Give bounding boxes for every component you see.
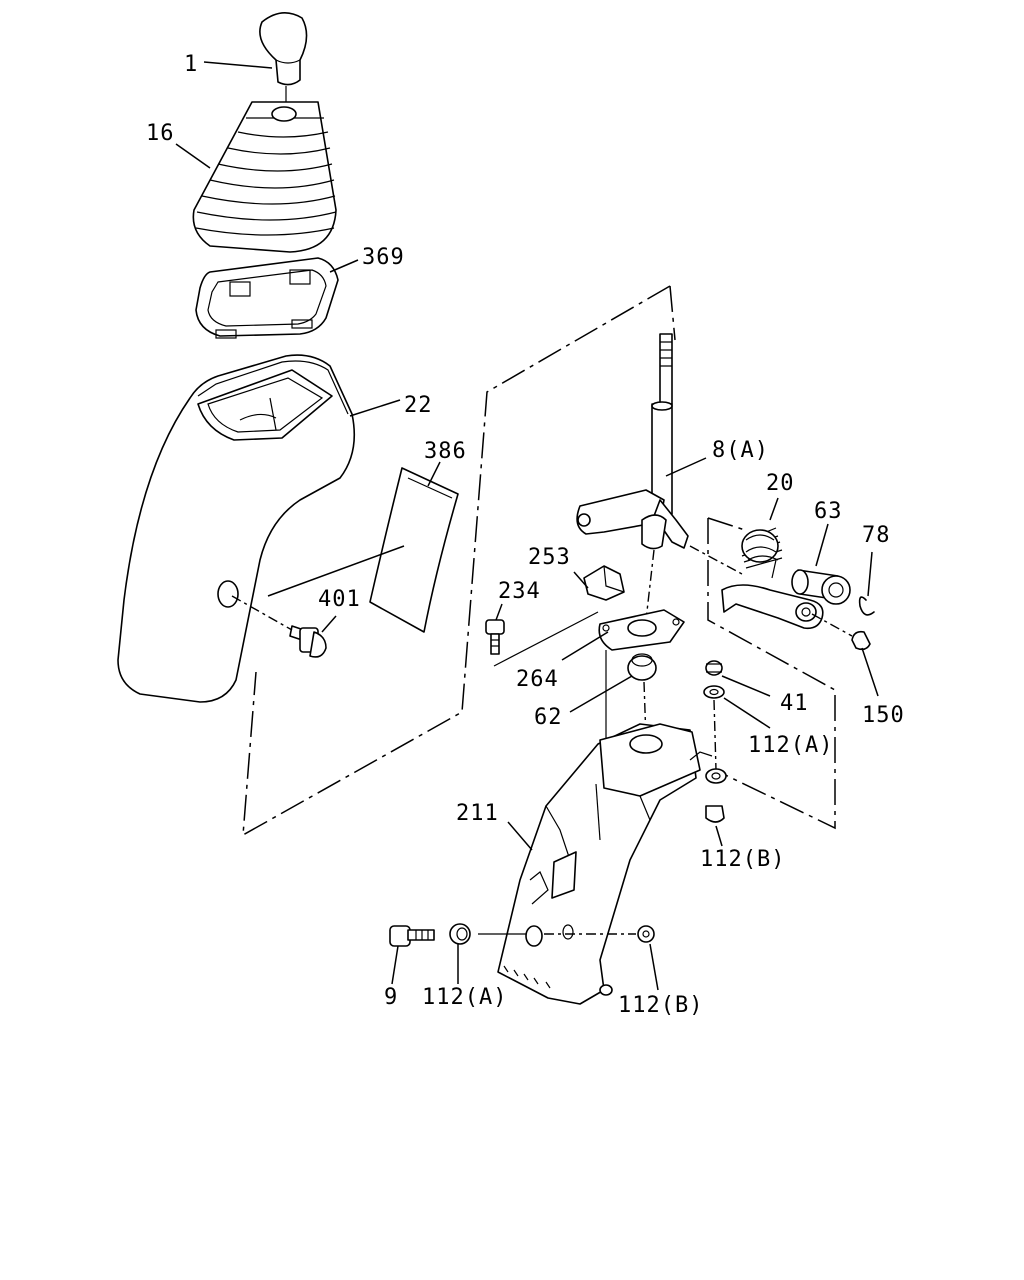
callout-16: 16: [146, 121, 175, 146]
callout-112a-right: 112(A): [748, 733, 833, 758]
guide-block: [583, 565, 625, 601]
pivot-pin: [791, 569, 851, 605]
bushing: [851, 630, 871, 651]
callout-112a-bottom: 112(A): [422, 985, 507, 1010]
callout-386: 386: [424, 439, 467, 464]
stud-axis: [713, 699, 717, 771]
lever-group-boundary-top: [707, 517, 746, 531]
assembly-boundary: [242, 285, 671, 837]
callout-150: 150: [862, 703, 905, 728]
callout-1: 1: [184, 52, 198, 77]
callout-253: 253: [528, 545, 571, 570]
shift-lever-rod: [576, 333, 689, 621]
boot-retainer: [195, 257, 339, 339]
callout-20: 20: [766, 471, 795, 496]
bolt-small: [485, 611, 599, 667]
callout-112b-bottom: 112(B): [618, 993, 703, 1018]
washer-112a-bottom: [449, 923, 636, 945]
nut-41: [705, 660, 723, 676]
return-spring: [689, 527, 783, 579]
lever-group-boundary: [707, 518, 836, 830]
nut-112b-right: [705, 805, 725, 823]
seat-plate: [598, 609, 685, 738]
snap-ring: [858, 596, 875, 616]
callout-112b-right: 112(B): [700, 847, 785, 872]
select-lever: [721, 584, 853, 637]
callout-22: 22: [404, 393, 433, 418]
callout-369: 369: [362, 245, 405, 270]
callout-62: 62: [534, 705, 563, 730]
assembly-boundary-top: [669, 285, 676, 341]
callout-401: 401: [318, 587, 361, 612]
callout-8a: 8(A): [712, 438, 769, 463]
callout-264: 264: [516, 667, 559, 692]
nut-112b-bottom: [637, 925, 655, 943]
callout-41: 41: [780, 691, 809, 716]
shift-knob: [259, 12, 308, 112]
callout-211: 211: [456, 801, 499, 826]
clip-screw: [231, 595, 327, 658]
callout-63: 63: [814, 499, 843, 524]
main-bracket: [497, 723, 727, 1005]
leader-lines: [175, 61, 879, 991]
bolt-9: [389, 925, 435, 947]
shift-boot: [192, 101, 337, 253]
callout-78: 78: [862, 523, 891, 548]
console-body: [117, 354, 356, 703]
callout-9: 9: [384, 985, 398, 1010]
callout-234: 234: [498, 579, 541, 604]
washer-112a-right: [703, 685, 725, 699]
insulator-panel: [369, 467, 459, 633]
